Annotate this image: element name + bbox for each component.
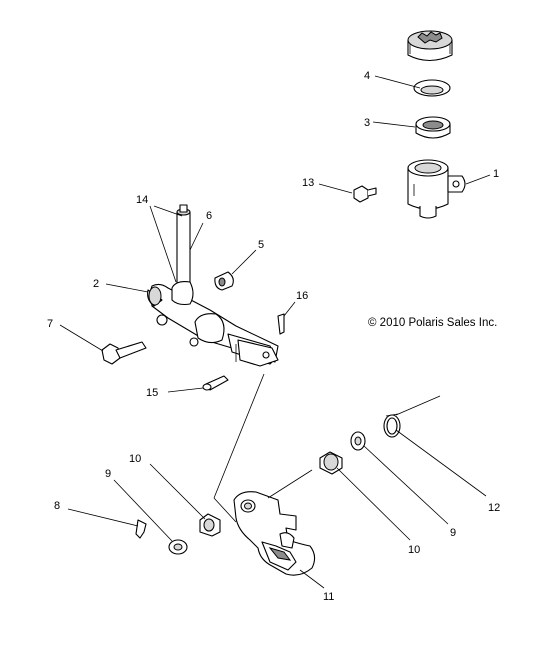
callout-13: 13 (302, 177, 314, 189)
part-10-bushing-right: 10 (319, 451, 420, 556)
copyright-notice: © 2010 Polaris Sales Inc. (368, 317, 497, 329)
callout-8: 8 (54, 500, 60, 512)
part-9-washer-left: 9 (105, 468, 188, 555)
callout-4: 4 (364, 70, 370, 82)
part-3-seal: 3 (364, 116, 451, 139)
reservoir-cap (407, 30, 453, 62)
callout-2: 2 (93, 278, 99, 290)
part-5-grommet: 5 (214, 239, 264, 291)
callout-7: 7 (47, 318, 53, 330)
callout-10-left: 10 (129, 453, 141, 465)
part-12-snap-ring: 12 (383, 395, 500, 514)
part-10-bushing-left: 10 (129, 453, 221, 537)
callout-15: 15 (146, 387, 158, 399)
part-16-clip: 16 (277, 290, 308, 335)
callout-10-right: 10 (408, 544, 420, 556)
callout-12: 12 (488, 502, 500, 514)
callout-11: 11 (323, 591, 334, 603)
part-7-bolt: 7 (47, 318, 147, 365)
callout-9-left: 9 (105, 468, 111, 480)
callout-3: 3 (364, 117, 370, 129)
part-15-pin: 15 (146, 375, 229, 399)
callout-6: 6 (206, 210, 212, 222)
master-cylinder (147, 204, 279, 367)
part-8-cotter-pin: 8 (54, 500, 147, 539)
callout-1: 1 (493, 168, 499, 180)
callout-9-right: 9 (450, 527, 456, 539)
part-1-reservoir: 1 (407, 159, 499, 219)
callout-5: 5 (258, 239, 264, 251)
callout-16: 16 (296, 290, 308, 302)
part-4-diaphragm: 4 (364, 70, 451, 97)
part-13-bleeder: 13 (302, 177, 377, 203)
callout-14: 14 (136, 194, 148, 206)
part-11-brake-pedal: 11 (213, 373, 334, 603)
part-9-washer-right: 9 (350, 431, 456, 539)
